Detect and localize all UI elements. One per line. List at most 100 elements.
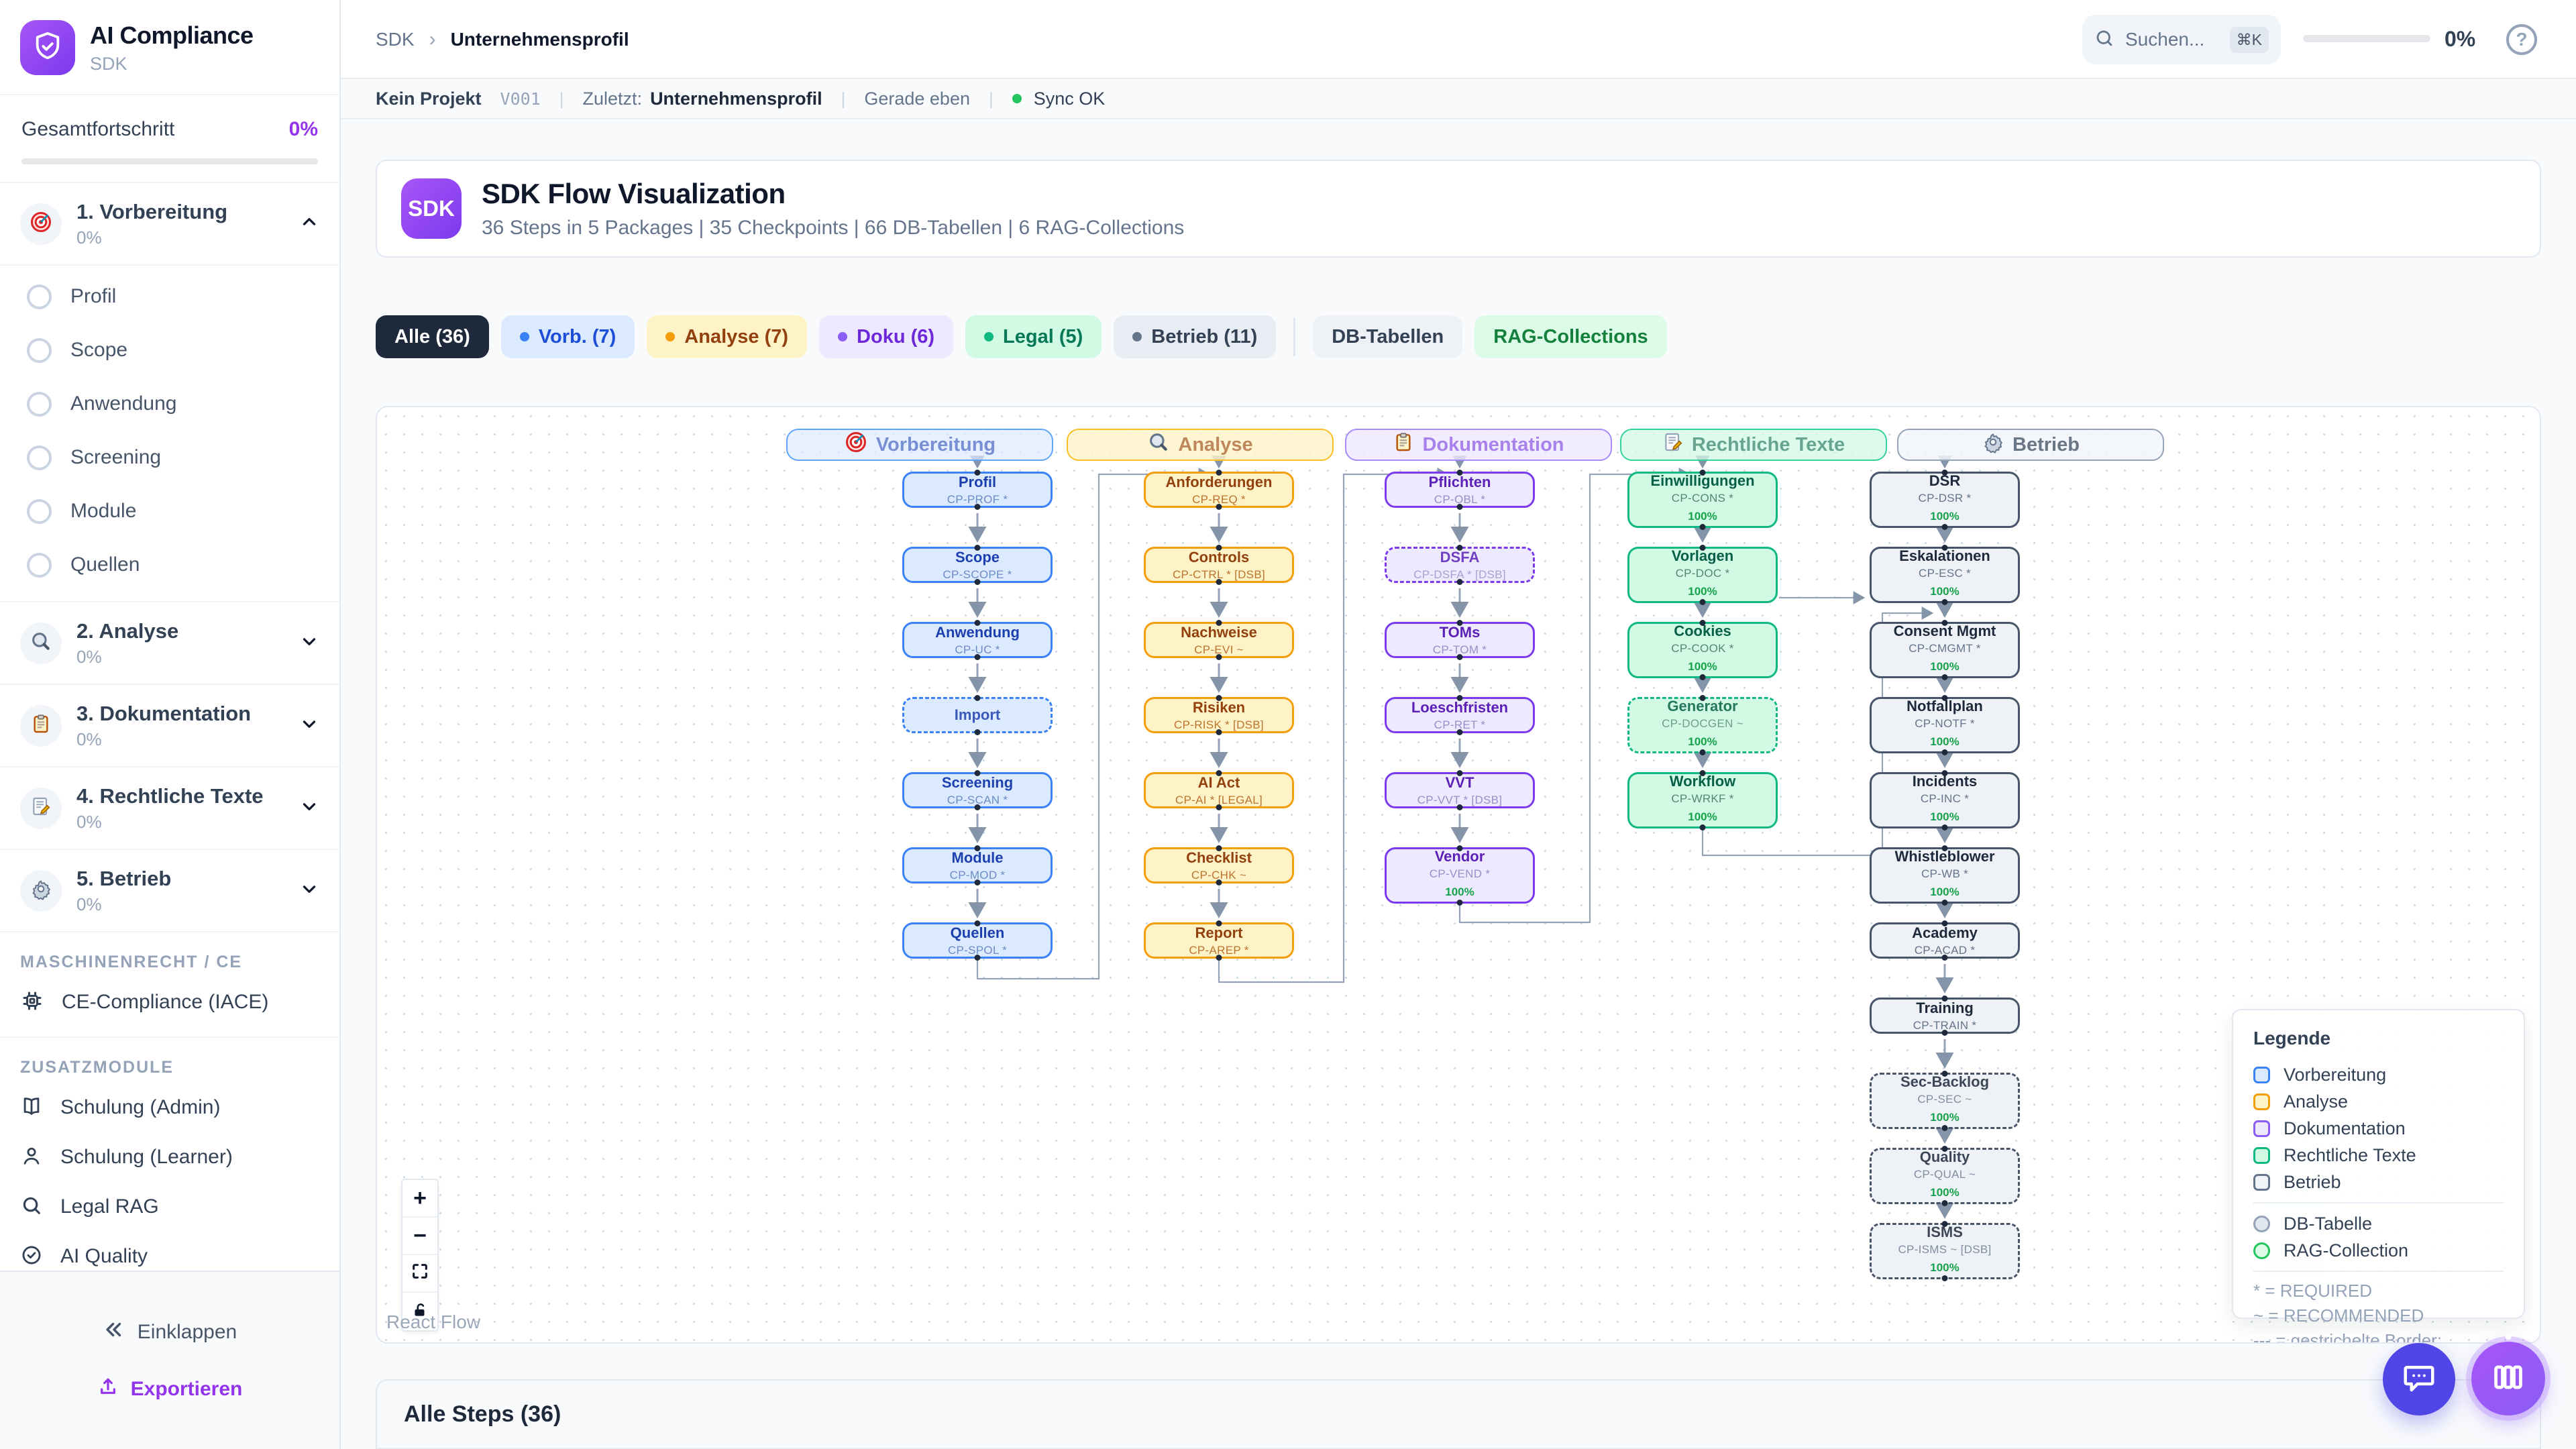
breadcrumb-separator: › — [429, 28, 436, 50]
phase-row-1[interactable]: 1. Vorbereitung 0% — [0, 183, 339, 266]
flow-node-import[interactable]: Import — [902, 697, 1053, 733]
phase-row-2[interactable]: 2. Analyse 0% — [0, 602, 339, 685]
legend-label: Dokumentation — [2284, 1118, 2406, 1138]
collapse-sidebar-button[interactable]: Einklappen — [103, 1318, 237, 1346]
node-title: Workflow — [1669, 772, 1736, 790]
step-item-quellen[interactable]: Quellen — [0, 538, 339, 592]
step-item-anwendung[interactable]: Anwendung — [0, 377, 339, 431]
fit-view-button[interactable] — [402, 1255, 437, 1293]
sidebar-header: AI Compliance SDK — [0, 0, 339, 95]
package-header-legal[interactable]: Rechtliche Texte — [1620, 429, 1887, 461]
step-item-screening[interactable]: Screening — [0, 431, 339, 484]
help-icon[interactable]: ? — [2506, 24, 2537, 55]
legend-note: --- = gestrichelte Border: Optional — [2253, 1330, 2443, 1344]
kanban-columns-icon — [2491, 1360, 2526, 1398]
chat-fab-button[interactable] — [2383, 1343, 2455, 1415]
node-code: CP-VEND * — [1429, 867, 1491, 880]
export-button[interactable]: Exportieren — [97, 1376, 242, 1403]
node-code: CP-DOCGEN ~ — [1662, 716, 1743, 730]
node-code: CP-WB * — [1921, 867, 1969, 880]
node-code: CP-VVT * [DSB] — [1417, 793, 1503, 806]
filter-chip-all[interactable]: Alle (36) — [376, 315, 489, 358]
target-icon — [29, 210, 53, 237]
all-steps-card: Alle Steps (36) — [376, 1379, 2541, 1449]
step-item-profil[interactable]: Profil — [0, 270, 339, 323]
package-header-vorb[interactable]: Vorbereitung — [786, 429, 1053, 461]
zoom-out-button[interactable]: − — [402, 1218, 437, 1255]
filter-chip-db[interactable]: DB-Tabellen — [1313, 315, 1463, 358]
phase-title: 4. Rechtliche Texte — [76, 784, 264, 808]
package-header-betrieb[interactable]: Betrieb — [1897, 429, 2164, 461]
filter-chip-legal[interactable]: Legal (5) — [965, 315, 1102, 358]
filter-chip-analyse[interactable]: Analyse (7) — [647, 315, 808, 358]
node-progress-value: 100% — [1930, 1110, 1960, 1124]
phase-icon-wrap — [20, 203, 62, 245]
phase-row-3[interactable]: 3. Dokumentation 0% — [0, 685, 339, 767]
kanban-fab-button[interactable] — [2471, 1342, 2545, 1415]
step-item-module[interactable]: Module — [0, 484, 339, 538]
filter-chip-vorb[interactable]: Vorb. (7) — [500, 315, 635, 358]
node-code: CP-AREP * — [1189, 943, 1249, 957]
flow-canvas[interactable]: Legende Vorbereitung Analyse Dokumentati… — [376, 406, 2541, 1344]
node-title: DSFA — [1440, 548, 1480, 566]
sidebar-item-schulung-admin-[interactable]: Schulung (Admin) — [0, 1083, 339, 1132]
breadcrumb-sdk[interactable]: SDK — [376, 29, 415, 50]
node-progress-value: 100% — [1688, 509, 1717, 523]
package-header-analyse[interactable]: Analyse — [1067, 429, 1334, 461]
search-input[interactable]: Suchen... ⌘K — [2082, 15, 2281, 64]
legend-item-rag: RAG-Collection — [2253, 1237, 2504, 1264]
phase-row-4[interactable]: 4. Rechtliche Texte 0% — [0, 767, 339, 850]
package-header-label: Analyse — [1178, 433, 1253, 455]
sidebar-item-ce-compliance[interactable]: CE-Compliance (IACE) — [0, 977, 339, 1027]
sidebar-item-ai-quality[interactable]: AI Quality — [0, 1232, 339, 1281]
flow-header-card: SDK SDK Flow Visualization 36 Steps in 5… — [376, 160, 2541, 258]
phase-row-5[interactable]: 5. Betrieb 0% — [0, 850, 339, 932]
sidebar-item-schulung-learner-[interactable]: Schulung (Learner) — [0, 1132, 339, 1182]
search-placeholder: Suchen... — [2125, 29, 2205, 50]
zoom-in-button[interactable]: + — [402, 1180, 437, 1218]
package-header-doku[interactable]: Dokumentation — [1345, 429, 1612, 461]
filter-chip-doku[interactable]: Doku (6) — [819, 315, 954, 358]
filter-chip-betrieb[interactable]: Betrieb (11) — [1114, 315, 1277, 358]
step-item-scope[interactable]: Scope — [0, 323, 339, 377]
chip-dot — [838, 332, 848, 341]
filter-chip-rag[interactable]: RAG-Collections — [1474, 315, 1667, 358]
lock-button[interactable] — [402, 1293, 437, 1330]
sidebar-item-legal-rag[interactable]: Legal RAG — [0, 1182, 339, 1232]
